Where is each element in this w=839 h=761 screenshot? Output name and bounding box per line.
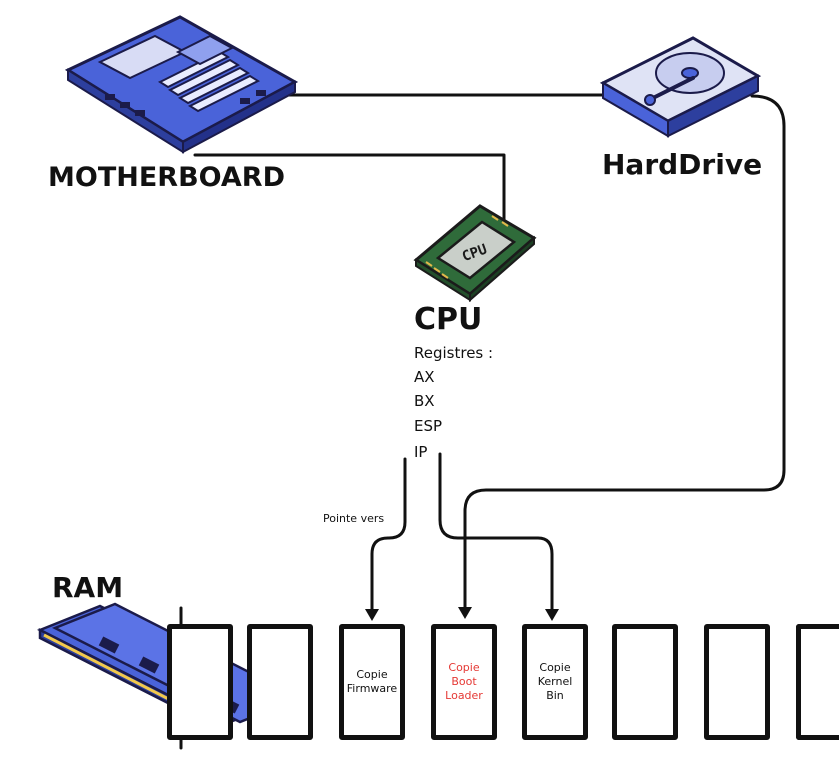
motherboard-icon xyxy=(64,15,299,154)
cpu-chip-icon: CPU xyxy=(413,204,537,302)
link-ip-firmware xyxy=(370,457,407,614)
harddrive-label: HardDrive xyxy=(602,148,763,181)
ram-cell xyxy=(167,624,233,740)
motherboard-label: MOTHERBOARD xyxy=(48,162,285,193)
ram-cell xyxy=(704,624,770,740)
register-bx: BX xyxy=(414,392,435,410)
ram-cell xyxy=(796,624,839,740)
link-ip-kernel xyxy=(438,452,554,614)
arrowhead-firmware xyxy=(365,609,379,621)
link-harddrive-bootloader xyxy=(463,94,786,612)
cpu-label: CPU xyxy=(414,302,483,337)
ram-cell-kernel: Copie Kernel Bin xyxy=(522,624,588,740)
register-ax: AX xyxy=(414,368,435,386)
ram-cell-bootloader: Copie Boot Loader xyxy=(431,624,497,740)
ram-cell-text: Copie Kernel Bin xyxy=(537,661,573,702)
ram-cell xyxy=(612,624,678,740)
register-ip: IP xyxy=(414,443,428,461)
arrowhead-kernel xyxy=(545,609,559,621)
harddrive-icon xyxy=(599,36,762,138)
ram-cell xyxy=(247,624,313,740)
arrowhead-bootloader xyxy=(458,607,472,619)
ram-cell-firmware: Copie Firmware xyxy=(339,624,405,740)
pointer-note: Pointe vers xyxy=(323,512,385,525)
register-esp: ESP xyxy=(414,417,443,435)
ram-cell-text: Copie Boot Loader xyxy=(445,661,483,702)
ram-cell-text: Copie Firmware xyxy=(346,668,398,695)
registers-title: Registres : xyxy=(414,344,494,362)
ram-label: RAM xyxy=(52,571,124,604)
link-motherboard-cpu xyxy=(193,153,506,238)
